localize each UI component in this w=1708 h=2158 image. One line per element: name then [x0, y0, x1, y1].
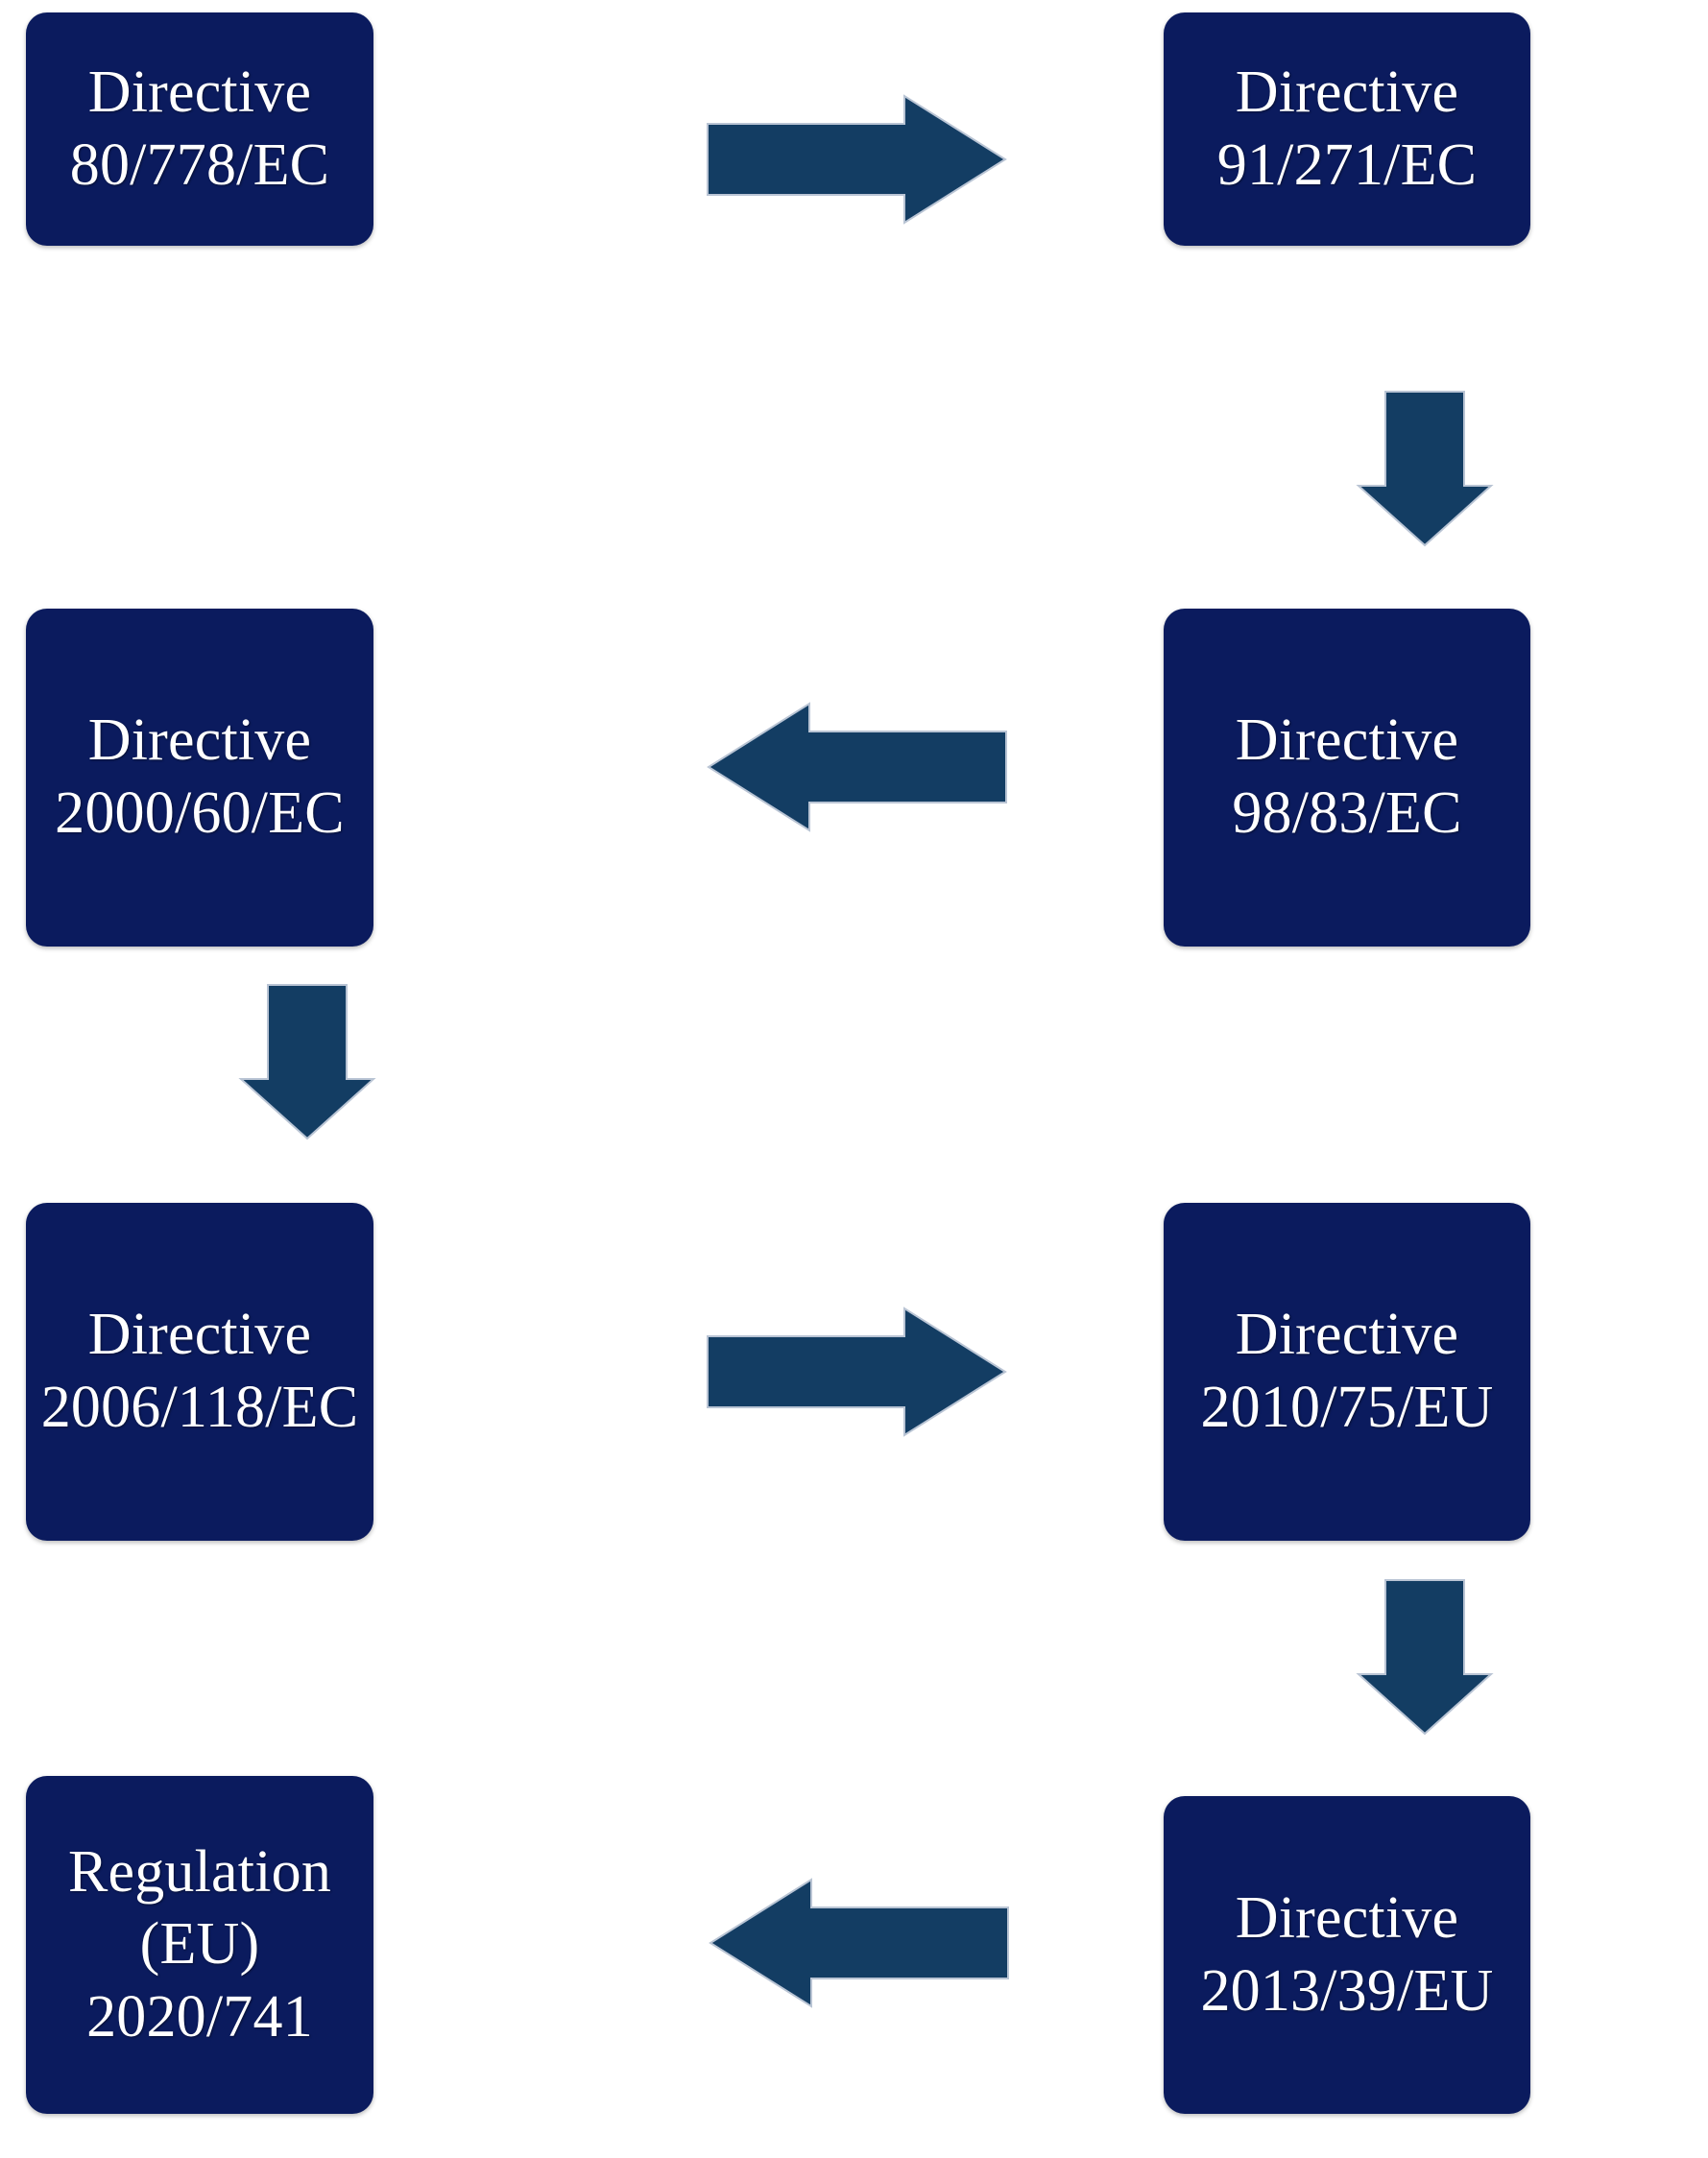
arrow-left-9883-to-200060[interactable] — [707, 702, 1007, 832]
node-label: Directive 2000/60/EC — [55, 707, 345, 846]
arrow-left-icon — [707, 702, 1007, 832]
node-directive-98-83-ec[interactable]: Directive 98/83/EC — [1164, 609, 1530, 947]
node-directive-91-271-ec[interactable]: Directive 91/271/EC — [1164, 12, 1530, 246]
node-directive-2013-39-eu[interactable]: Directive 2013/39/EU — [1164, 1796, 1530, 2114]
node-directive-80-778-ec[interactable]: Directive 80/778/EC — [26, 12, 373, 246]
arrow-down-icon — [1356, 1579, 1494, 1736]
arrow-left-icon — [709, 1878, 1009, 2008]
node-label: Directive 2010/75/EU — [1200, 1302, 1494, 1440]
node-label: Directive 2013/39/EU — [1200, 1884, 1494, 2024]
arrow-right-2006118-to-201075[interactable] — [707, 1307, 1007, 1437]
node-regulation-eu-2020-741[interactable]: Regulation (EU) 2020/741 — [26, 1776, 373, 2114]
arrow-down-200060-to-2006118[interactable] — [238, 984, 376, 1140]
node-label: Directive 80/778/EC — [69, 59, 330, 198]
arrow-down-201075-to-201339[interactable] — [1356, 1579, 1494, 1736]
arrow-right-icon — [707, 94, 1007, 225]
node-directive-2006-118-ec[interactable]: Directive 2006/118/EC — [26, 1203, 373, 1541]
arrow-down-91271-to-9883[interactable] — [1356, 391, 1494, 547]
node-label: Regulation (EU) 2020/741 — [67, 1838, 332, 2050]
node-label: Directive 98/83/EC — [1232, 707, 1462, 846]
arrow-left-201339-to-2020741[interactable] — [709, 1878, 1009, 2008]
node-directive-2000-60-ec[interactable]: Directive 2000/60/EC — [26, 609, 373, 947]
arrow-down-icon — [238, 984, 376, 1140]
node-directive-2010-75-eu[interactable]: Directive 2010/75/EU — [1164, 1203, 1530, 1541]
node-label: Directive 91/271/EC — [1216, 59, 1478, 198]
arrow-right-icon — [707, 1307, 1007, 1437]
arrow-down-icon — [1356, 391, 1494, 547]
arrow-right-80778-to-91271[interactable] — [707, 94, 1007, 225]
node-label: Directive 2006/118/EC — [40, 1302, 359, 1440]
